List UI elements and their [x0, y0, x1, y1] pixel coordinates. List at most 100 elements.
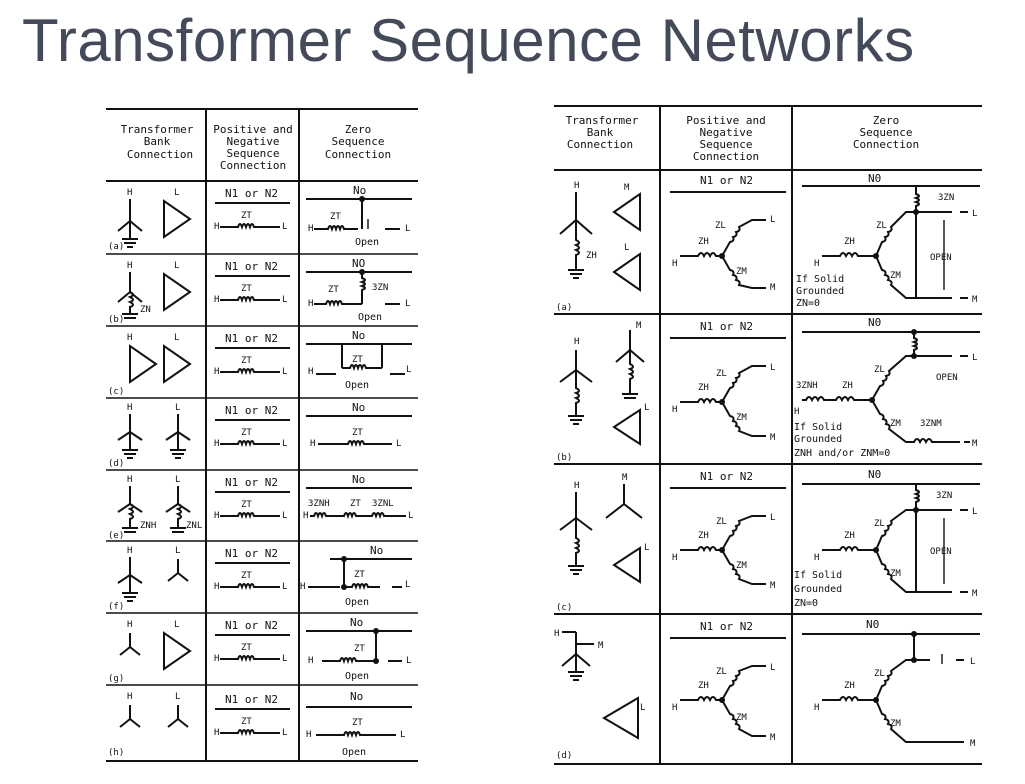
zero-impedance — [316, 731, 396, 739]
label-m: M — [598, 641, 604, 651]
pos-neg-label: N1 or N2 — [700, 320, 753, 333]
zm-label: ZM — [890, 271, 901, 281]
right-header-bank-1: Transformer — [566, 114, 639, 127]
zt-label: ZT — [352, 428, 363, 438]
label-h: H — [214, 582, 219, 592]
label-h: H — [127, 333, 132, 343]
zt-label: ZT — [328, 285, 339, 295]
open-label: OPEN — [936, 373, 958, 383]
zero-impedance — [314, 225, 358, 233]
zh-label: ZH — [844, 237, 855, 247]
delta-symbol — [163, 631, 192, 671]
wye-impedance-grounded-h — [117, 486, 143, 533]
label-h: H — [127, 188, 132, 198]
label-l: L — [282, 367, 287, 377]
zero-impedance — [344, 583, 380, 591]
row-tag: (c) — [556, 603, 572, 613]
right-row-c: (c) H M L N1 or N2 H ZH ZL ZM L M N0 3ZN — [556, 468, 980, 613]
delta-symbol-l — [602, 696, 639, 740]
series-impedance — [220, 440, 280, 448]
label-h: H — [214, 439, 219, 449]
label-h: H — [214, 728, 219, 738]
right-table-grid — [554, 105, 982, 765]
right-header-zero-3: Connection — [853, 138, 919, 151]
series-impedance — [220, 368, 280, 376]
label-h: H — [303, 511, 308, 521]
delta-symbol-l — [163, 344, 192, 384]
label-h: H — [672, 553, 677, 563]
delta-symbol — [163, 199, 192, 239]
zl-label: ZL — [874, 365, 885, 375]
row-tag: (g) — [108, 674, 124, 684]
wye-ungrounded-symbol — [167, 559, 189, 582]
left-header-posneg: Positive and Negative Sequence Connectio… — [213, 123, 292, 172]
zh-label: ZH — [698, 531, 709, 541]
node — [341, 584, 347, 590]
right-header-bank-2: Bank — [587, 126, 614, 139]
zm-label: ZM — [736, 561, 747, 571]
label-h: H — [308, 299, 313, 309]
left-row-e: (e) H L ZNH ZNL N1 or N2 ZT H L No 3ZNH … — [108, 473, 413, 541]
zero-ref-label: No — [352, 473, 365, 486]
row-tag: (d) — [556, 751, 572, 761]
open-label: Open — [345, 671, 369, 682]
right-header-posneg-4: Connection — [693, 150, 759, 163]
label-m: M — [622, 473, 628, 483]
label-l: L — [282, 654, 287, 664]
label-l: L — [970, 657, 975, 667]
label-h: H — [814, 553, 819, 563]
note-line-1: If Solid — [794, 422, 842, 433]
wye-grounded-autotransformer — [561, 631, 594, 681]
open-label: Open — [345, 380, 369, 391]
row-tag: (a) — [556, 303, 572, 313]
series-impedance — [220, 655, 280, 663]
row-tag: (b) — [556, 453, 572, 463]
zt-label: ZT — [241, 643, 252, 653]
wye-grounded-symbol-h — [117, 414, 143, 459]
label-l: L — [972, 353, 977, 363]
left-header-bank-2: Bank — [144, 135, 171, 148]
zt-label: ZT — [241, 211, 252, 221]
note-line-1: If Solid — [796, 274, 844, 285]
zl-label: ZL — [874, 519, 885, 529]
zero-ref-label: No — [350, 690, 363, 703]
open-label: OPEN — [930, 253, 952, 263]
right-header-posneg-1: Positive and — [686, 114, 765, 127]
zero-impedance — [322, 657, 376, 665]
label-h: H — [127, 546, 132, 556]
left-header-posneg-3: Sequence — [227, 147, 280, 160]
three-winding-network — [680, 365, 766, 437]
wye-impedance-grounded-m — [615, 330, 645, 399]
label-h: H — [214, 367, 219, 377]
zl-label: ZL — [876, 221, 887, 231]
pos-neg-label: N1 or N2 — [225, 476, 278, 489]
label-l: L — [406, 656, 411, 666]
zt-label: ZT — [350, 499, 361, 509]
left-row-g: (g) H L N1 or N2 ZT H L No ZT H L Open — [108, 616, 412, 684]
zh-label: ZH — [842, 381, 853, 391]
zero-impedance — [318, 440, 392, 448]
wye-grounded-symbol — [559, 192, 593, 279]
pos-neg-label: N1 or N2 — [225, 693, 278, 706]
left-header-posneg-4: Connection — [220, 159, 286, 172]
label-l: L — [174, 333, 179, 343]
open-label: Open — [345, 597, 369, 608]
left-header-bank-1: Transformer — [121, 123, 194, 136]
zn-label: ZH — [586, 251, 597, 261]
right-header-posneg-2: Negative — [700, 126, 753, 139]
wye-ungrounded-symbol-l — [167, 705, 189, 728]
zt-label: ZT — [241, 500, 252, 510]
label-m: M — [972, 439, 978, 449]
right-header-posneg: Positive and Negative Sequence Connectio… — [686, 114, 765, 163]
open-label: Open — [358, 312, 382, 323]
right-row-d: (d) H M L N1 or N2 H ZH ZL ZM L M N0 — [554, 618, 980, 761]
zt-label: ZT — [241, 428, 252, 438]
zt-label: ZT — [241, 356, 252, 366]
pos-neg-label: N1 or N2 — [700, 470, 753, 483]
left-row-f: (f) H L N1 or N2 ZT H L No ZT H L Open — [108, 544, 412, 612]
ground-impedance-h: ZNH — [140, 521, 156, 531]
zero-impedance — [314, 300, 362, 308]
ground-impedance-l: ZNL — [186, 521, 202, 531]
label-h: H — [127, 403, 132, 413]
series-impedance — [220, 296, 280, 304]
